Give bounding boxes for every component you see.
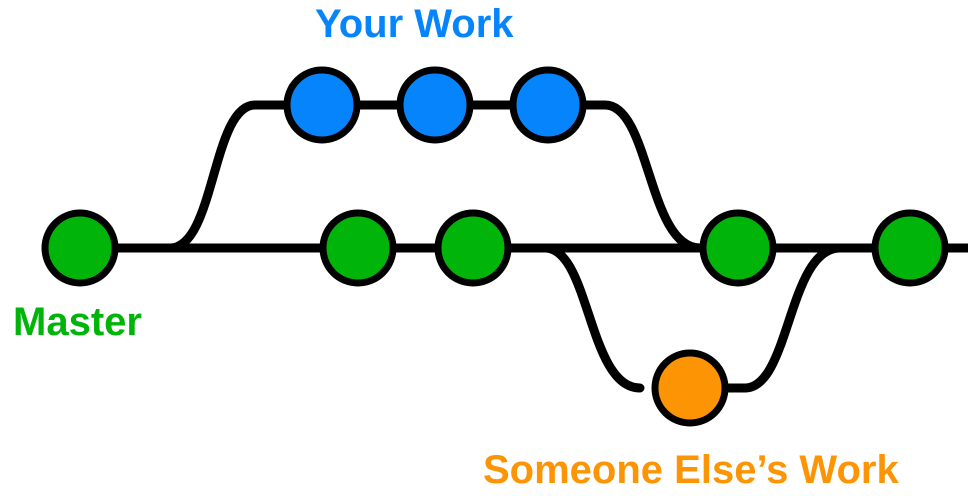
commit-node-master-4[interactable] xyxy=(699,209,777,287)
commit-nodes xyxy=(41,66,949,427)
commit-node-master-5[interactable] xyxy=(871,209,949,287)
edge-merge-in-someone-else xyxy=(685,243,845,393)
branch-label-someone-else-work: Someone Else’s Work xyxy=(483,448,899,492)
commit-node-your-work-2[interactable] xyxy=(396,66,474,144)
commit-node-master-2[interactable] xyxy=(319,209,397,287)
edge-merge-in-your-work xyxy=(543,100,705,253)
edge-branch-out-your-work xyxy=(165,100,327,253)
commit-node-master-3[interactable] xyxy=(434,209,512,287)
branch-label-your-work: Your Work xyxy=(315,2,514,46)
graph-edges xyxy=(75,100,968,393)
commit-node-your-work-1[interactable] xyxy=(283,66,361,144)
commit-node-someone-else-1[interactable] xyxy=(651,349,729,427)
branch-label-master: Master xyxy=(13,300,142,344)
commit-node-master-1[interactable] xyxy=(41,209,119,287)
commit-node-your-work-3[interactable] xyxy=(509,66,587,144)
edge-branch-out-someone-else xyxy=(540,243,645,393)
